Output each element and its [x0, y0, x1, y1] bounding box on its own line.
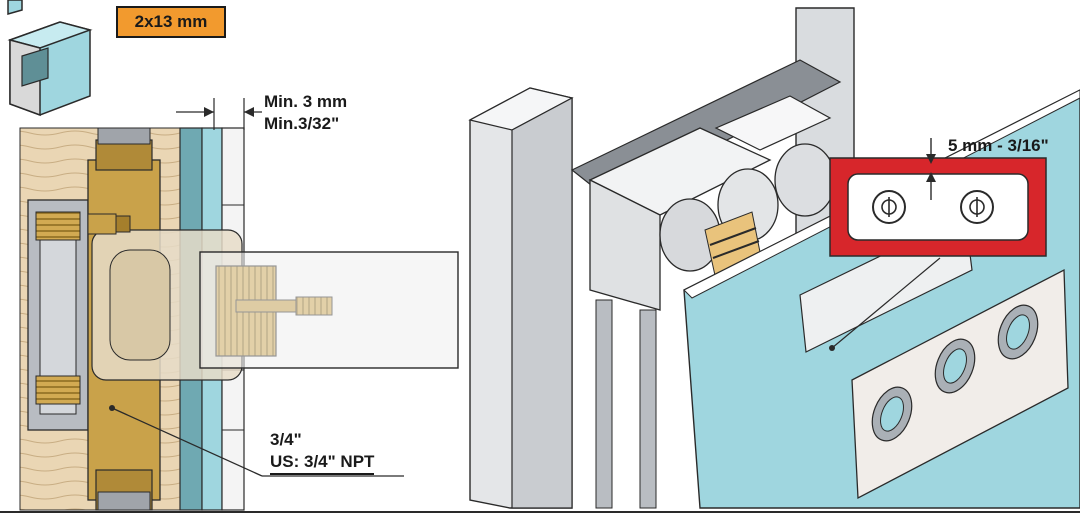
- gap-to-board-label: 5 mm - 3/16": [948, 136, 1049, 155]
- cross-section-view: [19, 98, 459, 511]
- min-gap-mm-label: Min. 3 mm: [264, 92, 348, 111]
- board-thickness-badge: 2x13 mm: [116, 6, 226, 38]
- isometric-view: [468, 7, 1080, 509]
- min-gap-in-label: Min.3/32": [264, 114, 340, 133]
- gap-callout: [829, 138, 1047, 257]
- board-stack-icon: [7, 0, 93, 117]
- thread-size-label: 3/4": [270, 430, 302, 449]
- thread-us-label: US: 3/4" NPT: [270, 452, 375, 475]
